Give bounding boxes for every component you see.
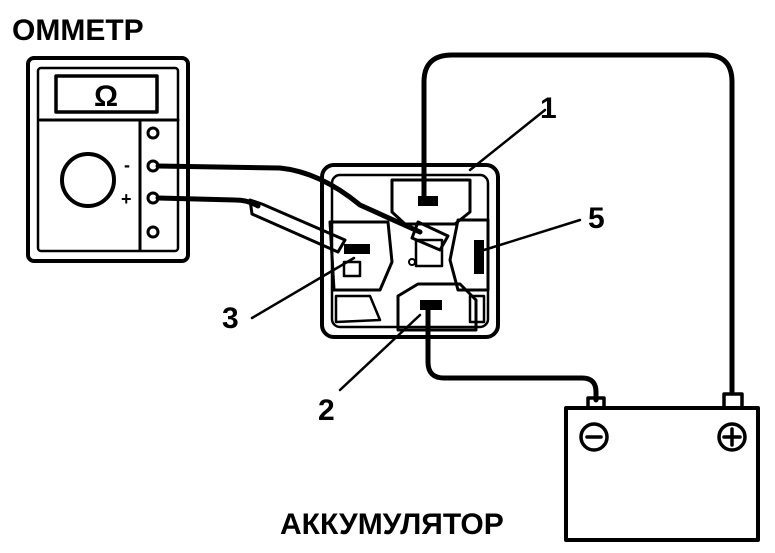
- battery-minus-terminal: [579, 422, 609, 452]
- meter-dial: [60, 152, 116, 208]
- terminal-3-label: 3: [222, 302, 239, 335]
- minus-sign: -: [124, 155, 130, 175]
- battery-icon: [564, 392, 760, 542]
- plus-probe: [248, 198, 347, 254]
- battery-title: АККУМУЛЯТОР: [280, 508, 504, 541]
- meter-display: [54, 74, 159, 114]
- minus-probe-tip: [410, 220, 450, 252]
- relay-connector-icon: [320, 163, 500, 339]
- battery-plus-post: [722, 392, 744, 410]
- meter-jack: [146, 225, 160, 239]
- terminal-2-label: 2: [318, 394, 335, 427]
- leader-lines: [250, 108, 582, 392]
- terminal-3-pin: [344, 244, 370, 254]
- terminal-1-label: 1: [540, 92, 557, 125]
- battery-wires: [421, 52, 735, 403]
- ohm-symbol: Ω: [94, 80, 118, 113]
- ohmmeter-title: ОММЕТР: [12, 14, 144, 47]
- plus-sign: +: [121, 189, 132, 209]
- terminal-1-pin: [418, 196, 438, 206]
- meter-jack: [146, 126, 160, 140]
- terminal-2-pin: [420, 300, 442, 310]
- terminal-5-pin: [474, 240, 484, 274]
- ohmmeter-icon: Ω - +: [26, 56, 190, 263]
- terminal-5-label: 5: [588, 202, 605, 235]
- battery-plus-terminal: [717, 422, 747, 452]
- battery-minus-post: [586, 396, 606, 410]
